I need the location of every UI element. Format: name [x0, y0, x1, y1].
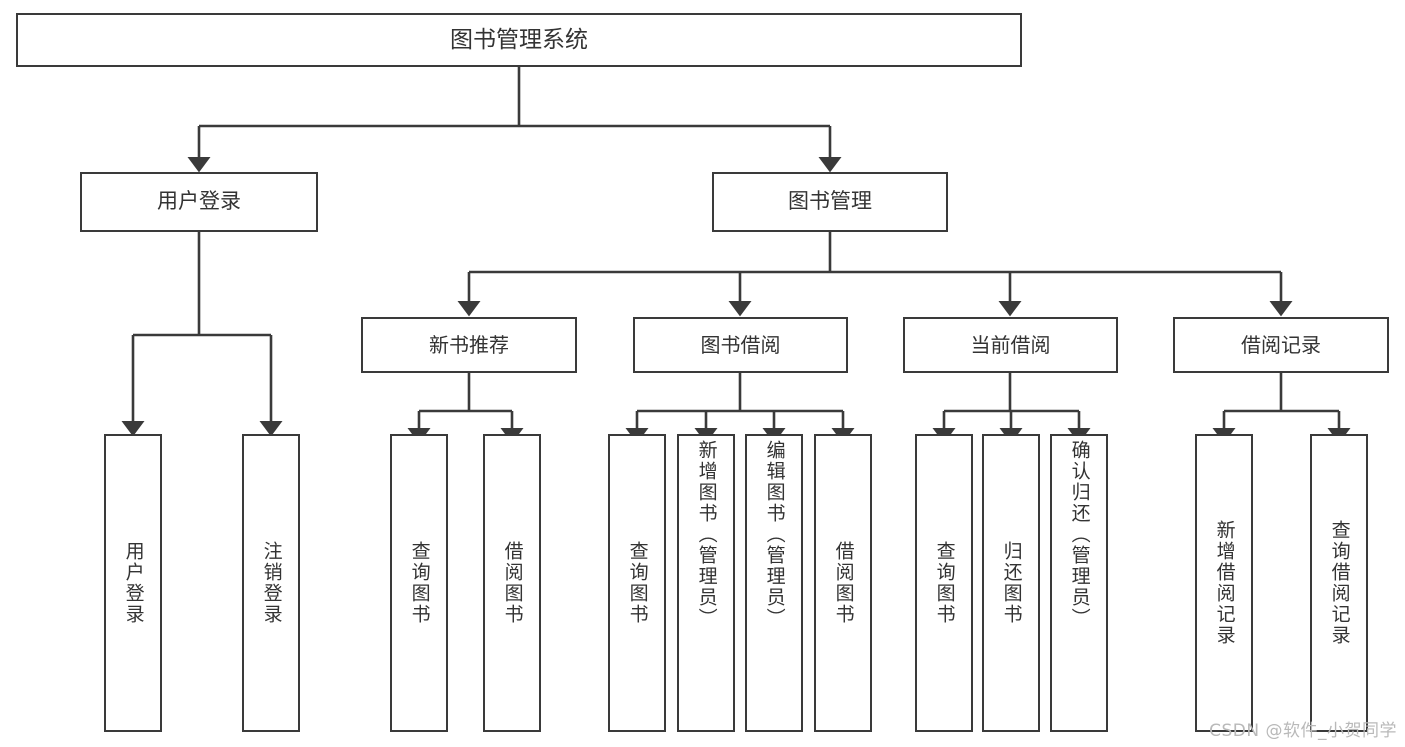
node-leaf-user-login[interactable]: 用户登录 — [104, 434, 162, 732]
node-label: 注销登录 — [260, 541, 283, 625]
node-leaf-logout[interactable]: 注销登录 — [242, 434, 300, 732]
node-label: 新增图书（管理员） — [695, 440, 718, 629]
node-label: 编辑图书（管理员） — [763, 440, 786, 629]
node-root-system[interactable]: 图书管理系统 — [16, 13, 1022, 67]
node-book-borrow[interactable]: 图书借阅 — [633, 317, 848, 373]
node-label: 查询图书 — [408, 541, 431, 625]
node-leaf-confirm-return-admin[interactable]: 确认归还（管理员） — [1050, 434, 1108, 732]
node-label: 查询图书 — [626, 541, 649, 625]
node-book-management[interactable]: 图书管理 — [712, 172, 948, 232]
node-leaf-query-borrow-record[interactable]: 查询借阅记录 — [1310, 434, 1368, 732]
node-leaf-query-book-borrow[interactable]: 查询图书 — [608, 434, 666, 732]
node-leaf-query-book-current[interactable]: 查询图书 — [915, 434, 973, 732]
node-leaf-add-book-admin[interactable]: 新增图书（管理员） — [677, 434, 735, 732]
node-label: 图书管理系统 — [450, 26, 588, 53]
node-label: 图书借阅 — [700, 332, 781, 357]
node-current-borrow[interactable]: 当前借阅 — [903, 317, 1118, 373]
node-label: 确认归还（管理员） — [1068, 440, 1091, 629]
node-label: 归还图书 — [1000, 541, 1023, 625]
node-leaf-borrow-book[interactable]: 借阅图书 — [814, 434, 872, 732]
node-user-login[interactable]: 用户登录 — [80, 172, 318, 232]
node-borrow-record[interactable]: 借阅记录 — [1173, 317, 1389, 373]
node-label: 新增借阅记录 — [1213, 520, 1236, 646]
node-label: 用户登录 — [122, 541, 145, 625]
node-new-book-recommend[interactable]: 新书推荐 — [361, 317, 577, 373]
node-label: 用户登录 — [157, 189, 241, 214]
node-label: 当前借阅 — [970, 332, 1051, 357]
node-leaf-add-borrow-record[interactable]: 新增借阅记录 — [1195, 434, 1253, 732]
node-label: 查询借阅记录 — [1328, 520, 1351, 646]
node-label: 图书管理 — [788, 189, 872, 214]
node-leaf-borrow-book-recommend[interactable]: 借阅图书 — [483, 434, 541, 732]
node-label: 借阅图书 — [501, 541, 524, 625]
watermark: CSDN @软件_小贺同学 — [1209, 721, 1397, 741]
node-label: 借阅图书 — [832, 541, 855, 625]
node-leaf-edit-book-admin[interactable]: 编辑图书（管理员） — [745, 434, 803, 732]
node-label: 借阅记录 — [1241, 332, 1321, 357]
node-label: 新书推荐 — [429, 332, 509, 357]
node-leaf-return-book[interactable]: 归还图书 — [982, 434, 1040, 732]
node-leaf-query-book-recommend[interactable]: 查询图书 — [390, 434, 448, 732]
node-label: 查询图书 — [933, 541, 956, 625]
